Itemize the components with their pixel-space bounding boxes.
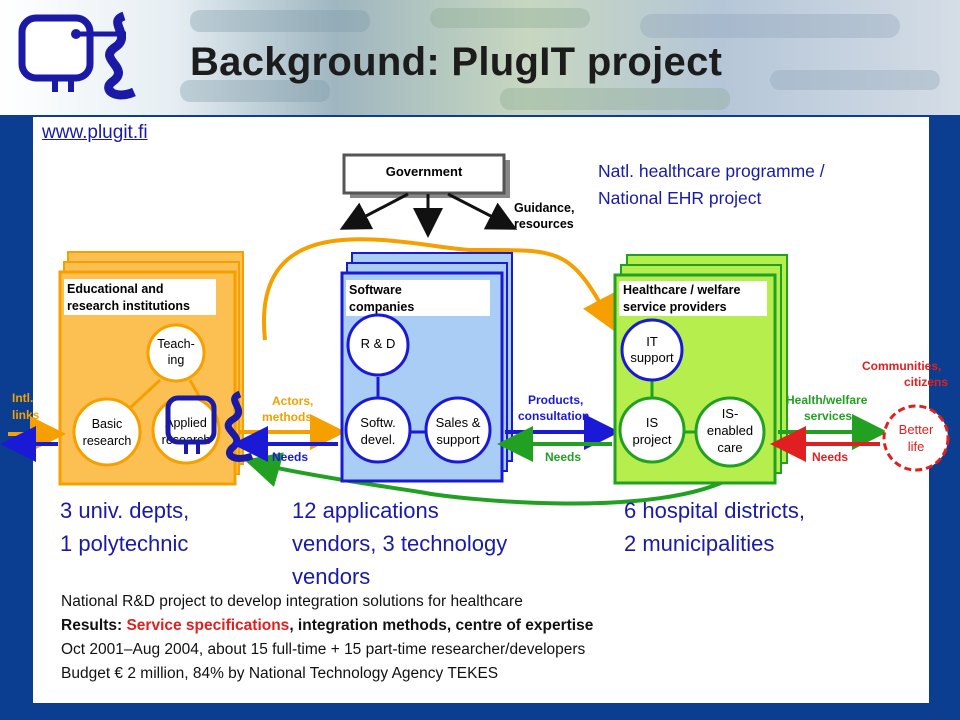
svg-text:ing: ing: [168, 353, 185, 367]
svg-text:IS-: IS-: [722, 406, 739, 421]
slide-header: [0, 0, 960, 115]
hospitals-count-line: 2 municipalities: [624, 531, 775, 556]
intl-links-line: links: [12, 408, 40, 422]
healthcare-title-line: Healthcare / welfare: [623, 283, 740, 297]
products-label-line: consultation: [518, 409, 589, 423]
hc-circle-it-support: IT support: [620, 318, 684, 382]
programme-note-line: National EHR project: [598, 188, 762, 208]
vendors-count-line: vendors, 3 technology: [292, 531, 508, 556]
communities-label-line: Communities,: [862, 359, 941, 373]
actors-label-line: Actors,: [272, 394, 313, 408]
hospitals-count-line: 6 hospital districts,: [624, 498, 805, 523]
hc-circle-is-project: IS project: [618, 396, 686, 464]
univ-count-line: 1 polytechnic: [60, 531, 189, 556]
healthcare-title-line: service providers: [623, 300, 727, 314]
info-line-description: National R&D project to develop integrat…: [61, 593, 523, 610]
bottom-frame: [0, 703, 960, 720]
vendors-count: 12 applications vendors, 3 technology ve…: [292, 494, 507, 593]
info-line-budget: Budget € 2 million, 84% by National Tech…: [61, 665, 499, 682]
services-label-line: services: [804, 409, 852, 423]
edu-title-line: research institutions: [67, 299, 190, 313]
univ-count: 3 univ. depts, 1 polytechnic: [60, 494, 189, 560]
results-label: Results:: [61, 617, 127, 634]
programme-note: Natl. healthcare programme / National EH…: [598, 158, 825, 212]
sw-circle-rd: R & D: [346, 313, 410, 377]
products-label-line: Products,: [528, 393, 583, 407]
svg-text:enabled: enabled: [707, 423, 753, 438]
svg-text:care: care: [717, 440, 742, 455]
svg-text:Better: Better: [899, 422, 934, 437]
intl-links-line: Intl.: [12, 391, 33, 405]
edu-circle-teaching: Teach- ing: [146, 323, 206, 383]
info-line-timeline: Oct 2001–Aug 2004, about 15 full-time + …: [61, 641, 586, 658]
univ-count-line: 3 univ. depts,: [60, 498, 190, 523]
slide-title: Background: PlugIT project: [190, 40, 723, 84]
header-background-pattern: [180, 8, 940, 110]
svg-text:IS: IS: [646, 415, 659, 430]
government-arrows: [339, 192, 518, 238]
project-info: National R&D project to develop integrat…: [61, 590, 593, 686]
sw-circle-sales-support: Sales & support: [424, 396, 492, 464]
svg-text:project: project: [632, 432, 671, 447]
results-rest: , integration methods, centre of experti…: [289, 617, 594, 634]
vendors-count-line: 12 applications: [292, 498, 439, 523]
svg-text:Sales &: Sales &: [436, 415, 481, 430]
svg-text:R & D: R & D: [361, 336, 396, 351]
needs-label-left: Needs: [272, 450, 308, 464]
svg-text:life: life: [908, 439, 925, 454]
needs-label-middle: Needs: [545, 450, 581, 464]
svg-text:support: support: [630, 350, 674, 365]
svg-text:Teach-: Teach-: [157, 337, 195, 351]
hc-circle-is-enabled-care: IS- enabled care: [694, 396, 766, 468]
needs-arc-arrow: [244, 452, 737, 506]
guidance-label-line: Guidance,: [514, 201, 574, 215]
guidance-label-line: resources: [514, 217, 574, 231]
hospitals-count: 6 hospital districts, 2 municipalities: [624, 494, 805, 560]
svg-text:research: research: [83, 434, 132, 448]
svg-text:Softw.: Softw.: [360, 415, 395, 430]
programme-note-line: Natl. healthcare programme /: [598, 161, 825, 181]
results-highlight: Service specifications: [126, 617, 290, 634]
edu-links: [128, 378, 202, 410]
svg-text:devel.: devel.: [361, 432, 396, 447]
edu-circle-basic-research: Basic research: [72, 397, 142, 467]
government-box: Government: [342, 153, 510, 198]
sw-circle-development: Softw. devel.: [344, 396, 412, 464]
svg-text:IT: IT: [646, 334, 658, 349]
software-title-line: Software: [349, 283, 402, 297]
svg-text:Applied: Applied: [165, 416, 207, 430]
plugit-logo: [18, 11, 136, 100]
info-line-results: Results: Service specifications, integra…: [61, 614, 593, 638]
needs-label-right: Needs: [812, 450, 848, 464]
project-url-link[interactable]: www.plugit.fi: [42, 122, 148, 143]
services-label-line: Health/welfare: [786, 393, 868, 407]
svg-text:Basic: Basic: [92, 417, 123, 431]
knowledge-arc-arrow: [261, 237, 616, 341]
vendors-count-line: vendors: [292, 564, 371, 589]
edu-title-line: Educational and: [67, 282, 164, 296]
better-life-circle: Better life: [882, 404, 950, 472]
actors-label-line: methods: [262, 410, 312, 424]
communities-label-line: citizens: [904, 375, 948, 389]
government-label: Government: [386, 164, 463, 179]
software-title-line: companies: [349, 300, 414, 314]
svg-text:support: support: [436, 432, 480, 447]
